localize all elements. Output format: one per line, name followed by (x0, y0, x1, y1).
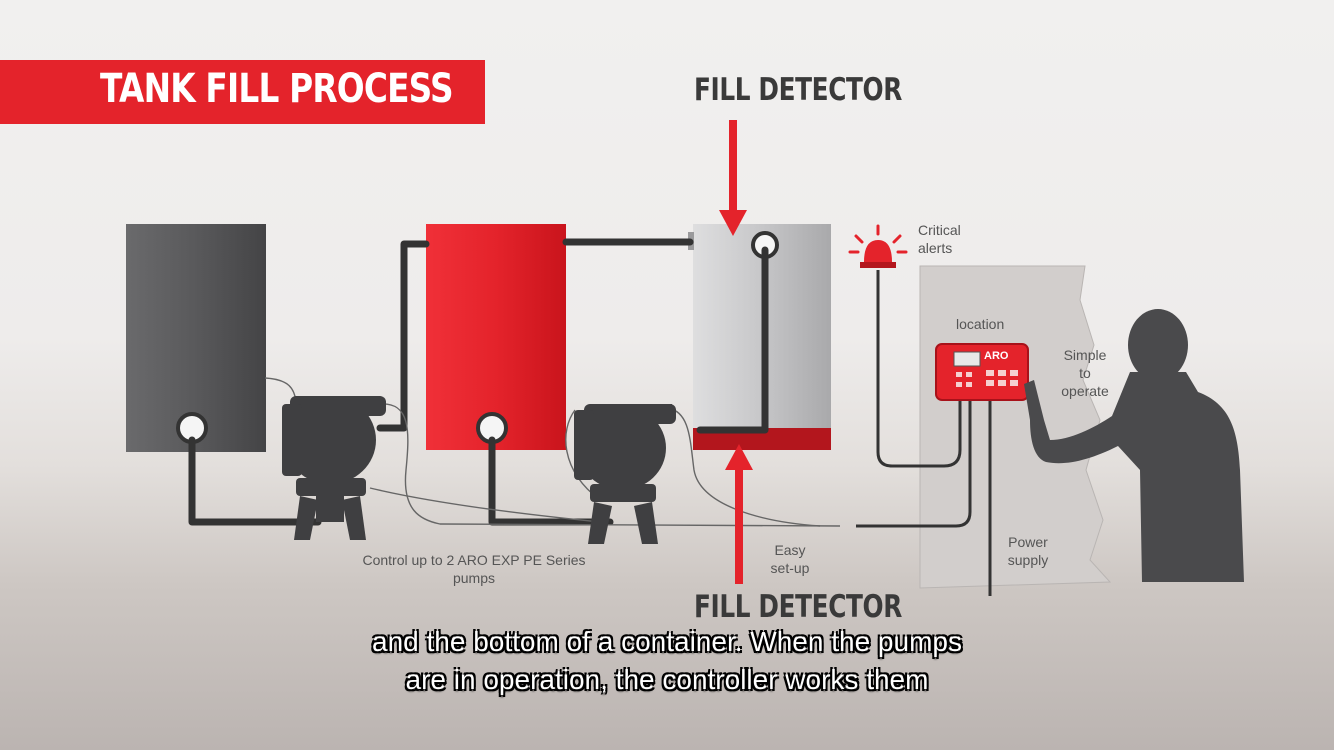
fill-detector-label-bottom: FILL DETECTOR (694, 589, 902, 625)
location-label: location (956, 316, 1005, 332)
page-title: TANK FILL PROCESS (100, 66, 454, 112)
easy-line1: Easy (774, 542, 806, 558)
control-line2: pumps (452, 570, 496, 586)
easy-setup-label: Easy set-up (760, 541, 820, 577)
power-supply-label: Power supply (996, 533, 1060, 569)
fill-detector-label-top: FILL DETECTOR (694, 72, 902, 108)
red-tank (426, 224, 566, 450)
pump-1 (282, 396, 386, 540)
control-pumps-label: Control up to 2 ARO EXP PE Series pumps (350, 551, 598, 587)
silver-tank (688, 224, 831, 450)
critical-alerts-line2: alerts (918, 240, 953, 256)
pump-2 (574, 404, 676, 544)
power-line2: supply (1007, 552, 1049, 568)
alarm-beacon-icon (848, 224, 908, 268)
title-banner (0, 60, 485, 124)
control-wires (264, 377, 841, 527)
pipes (188, 238, 769, 526)
controller-brand-label: ARO (984, 350, 1009, 362)
critical-alerts-line1: Critical (918, 222, 961, 238)
subtitle-line2: are in operation, the controller works t… (405, 664, 929, 695)
person-silhouette (1024, 309, 1244, 582)
easy-line2: set-up (770, 560, 810, 576)
control-line1: Control up to 2 ARO EXP PE Series (362, 552, 586, 568)
dark-tank (126, 224, 266, 452)
simple-line3: operate (1061, 383, 1109, 399)
aro-controller (935, 343, 1029, 401)
simple-line2: to (1079, 365, 1091, 381)
critical-alerts-label: Critical alerts (918, 221, 961, 257)
simple-line1: Simple (1063, 347, 1107, 363)
fill-detector-arrow-bottom (725, 444, 753, 584)
power-line1: Power (1008, 534, 1048, 550)
controller-wires (856, 270, 992, 596)
fill-detector-arrow-top (719, 120, 747, 236)
subtitle-line1: and the bottom of a container. When the … (372, 626, 962, 657)
simple-to-operate-label: Simple to operate (1050, 346, 1120, 400)
